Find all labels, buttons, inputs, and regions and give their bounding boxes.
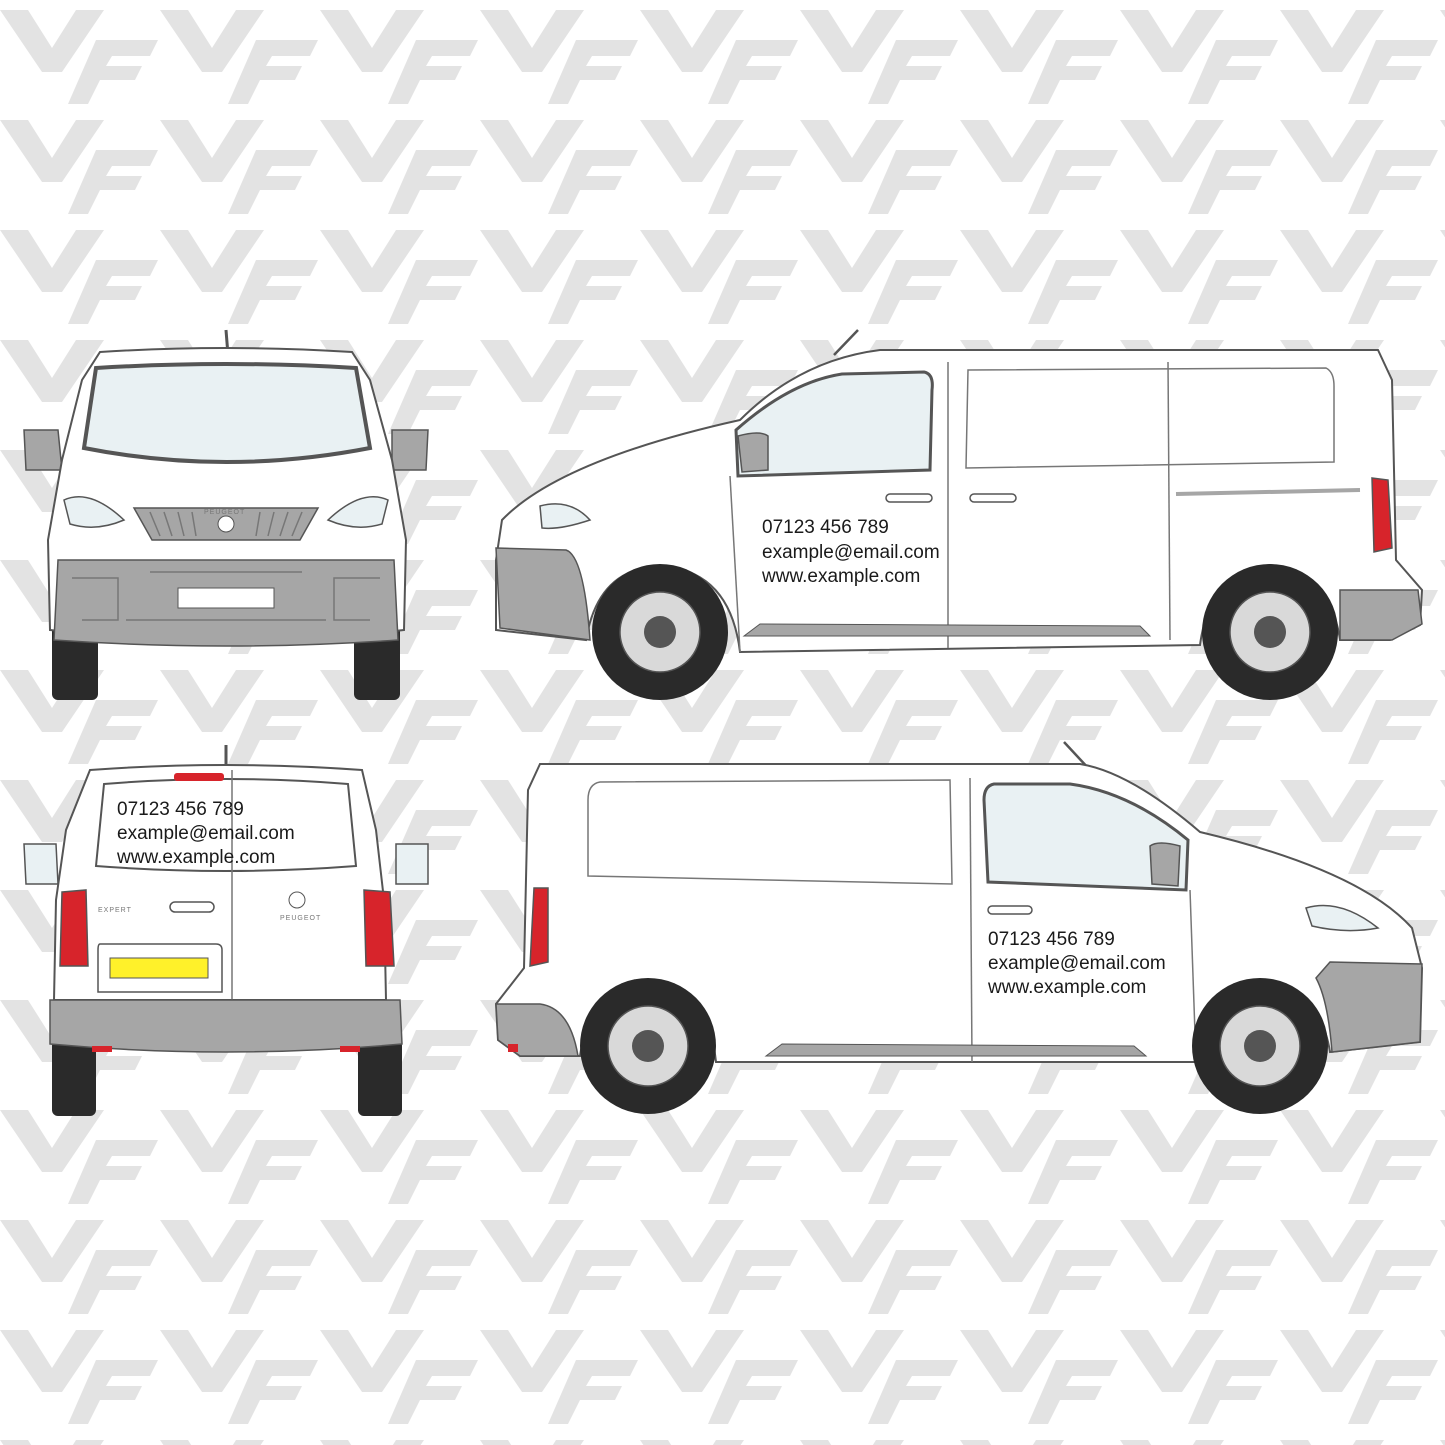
rear-right-tyre <box>358 1040 402 1116</box>
rear-number-plate <box>109 957 209 979</box>
side-right-tail-light <box>1371 477 1393 553</box>
front-number-plate <box>177 587 275 609</box>
side-left-decal-email: example@email.com <box>988 953 1166 974</box>
side-left-decal-web: www.example.com <box>987 977 1146 998</box>
side-right-decal-email: example@email.com <box>762 542 940 563</box>
side-left-mirror <box>1149 842 1181 887</box>
rear-decal-web: www.example.com <box>116 847 275 868</box>
van-side-left-view: 07123 456 789 example@email.com www.exam… <box>494 741 1424 1114</box>
rear-brake-light <box>174 773 224 781</box>
side-left-cab-window <box>982 782 1190 892</box>
front-right-headlight <box>326 496 389 528</box>
peugeot-lion-icon <box>217 515 235 533</box>
rear-left-tail-light <box>59 889 89 967</box>
side-left-decal-phone: 07123 456 789 <box>988 929 1115 950</box>
van-rear-view: EXPERT PEUGEOT 07123 456 789 example@ema… <box>23 745 429 1116</box>
side-left-headlight <box>1305 904 1380 932</box>
rear-peugeot-lion-icon <box>288 891 306 909</box>
side-left-rear-bumper <box>495 1003 579 1057</box>
rear-left-tyre <box>52 1040 96 1116</box>
rear-right-mirror <box>395 843 429 885</box>
side-right-headlight <box>539 503 592 530</box>
front-right-mirror <box>391 429 429 471</box>
side-right-sill-trim <box>742 623 1152 637</box>
rear-model-badge: EXPERT <box>98 907 132 914</box>
side-left-sill-trim <box>764 1043 1148 1057</box>
rear-right-tail-light <box>363 889 395 967</box>
side-right-cargo-panel-outline <box>965 367 1335 469</box>
side-right-cab-window <box>734 370 934 478</box>
front-windscreen <box>81 362 373 464</box>
side-right-front-door-handle <box>885 493 933 503</box>
front-left-headlight <box>63 496 126 528</box>
rear-door-handle <box>169 901 215 913</box>
side-left-rear-wheel <box>580 978 716 1114</box>
van-side-right-view: 07123 456 789 example@email.com www.exam… <box>495 329 1424 700</box>
front-left-mirror <box>23 429 63 471</box>
van-front-view: PEUGEOT <box>23 329 429 700</box>
side-left-tail-light <box>529 887 549 967</box>
side-left-front-bumper <box>1315 961 1423 1053</box>
side-right-front-bumper <box>495 547 591 641</box>
side-left-front-door-handle <box>987 905 1033 915</box>
side-right-rear-wheel <box>1202 564 1338 700</box>
rear-bumper <box>49 999 403 1053</box>
side-right-decal-web: www.example.com <box>761 566 920 587</box>
side-right-mirror <box>737 432 769 473</box>
side-left-front-wheel <box>1192 978 1328 1114</box>
rear-decal-email: example@email.com <box>117 823 295 844</box>
side-right-sliding-door-handle <box>969 493 1017 503</box>
side-left-cargo-panel-outline <box>587 779 953 885</box>
rear-brand-badge: PEUGEOT <box>280 915 321 922</box>
side-right-front-wheel <box>592 564 728 700</box>
side-right-rear-bumper <box>1339 589 1423 641</box>
rear-decal-phone: 07123 456 789 <box>117 799 244 820</box>
side-right-decal-phone: 07123 456 789 <box>762 517 889 538</box>
front-brand-badge: PEUGEOT <box>204 509 245 516</box>
rear-left-mirror <box>23 843 59 885</box>
